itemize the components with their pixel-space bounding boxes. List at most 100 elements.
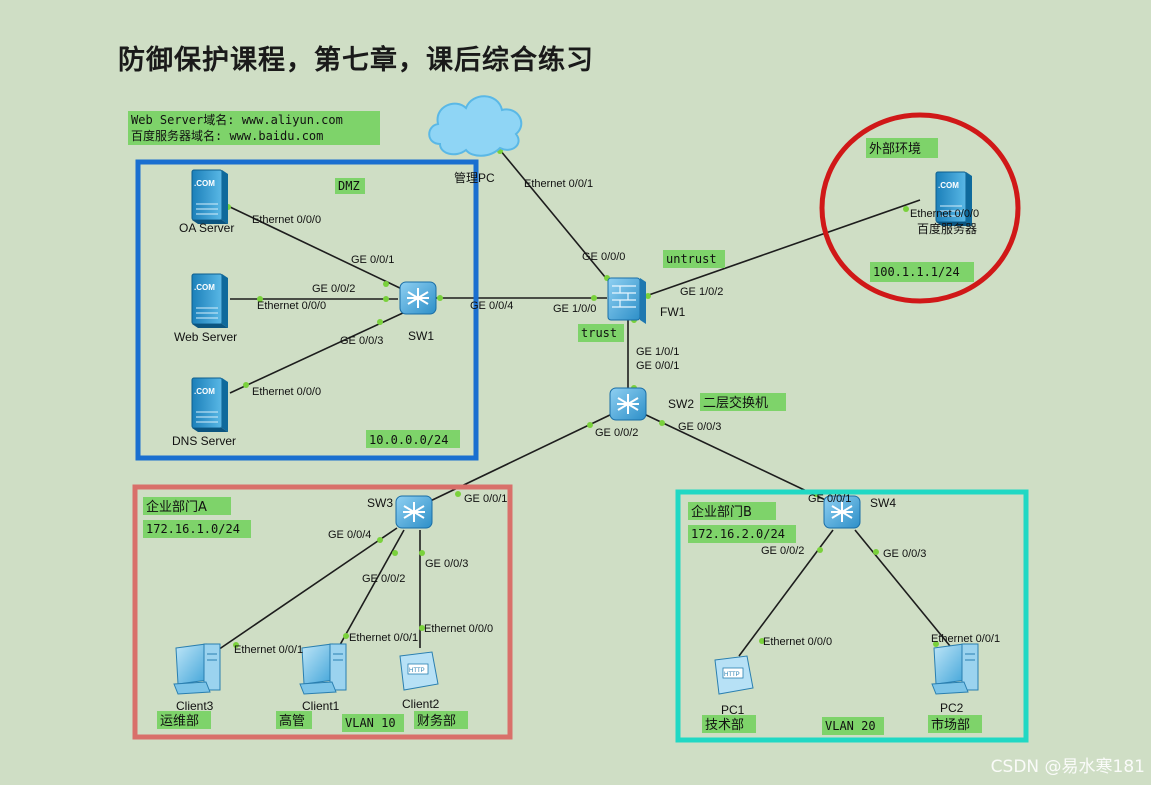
- untrust-tag: [663, 250, 725, 268]
- port-label: GE 0/0/1: [351, 254, 394, 266]
- link-fw1-baidu: [642, 199, 921, 298]
- port-label: GE 0/0/2: [312, 283, 355, 295]
- finance-dept-text: 财务部: [417, 713, 456, 729]
- fw1-label: FW1: [660, 305, 686, 319]
- outside-net-text: 100.1.1.1/24: [873, 265, 960, 279]
- dmz-net-tag: [366, 430, 460, 448]
- port-label: GE 0/0/2: [362, 573, 405, 585]
- dmz-tag: [335, 178, 365, 194]
- port-label: Ethernet 0/0/0: [257, 300, 326, 312]
- port-label: Ethernet 0/0/1: [349, 632, 418, 644]
- client1-pc-icon[interactable]: [299, 643, 347, 695]
- sw4-label: SW4: [870, 496, 896, 510]
- port-label: GE 1/0/1: [636, 346, 679, 358]
- link-dns-sw1: [229, 311, 406, 394]
- port-label: Ethernet 0/0/1: [234, 644, 303, 656]
- client3-pc-icon[interactable]: [173, 643, 221, 695]
- outside-tag-text: 外部环境: [869, 142, 921, 157]
- port-labels: Ethernet 0/0/1 GE 0/0/0 GE 1/0/2 GE 1/0/…: [234, 178, 1000, 656]
- dmz-tag-text: DMZ: [338, 179, 360, 193]
- port-label: Ethernet 0/0/0: [252, 386, 321, 398]
- port-label: GE 1/0/2: [680, 286, 723, 298]
- port-label: GE 0/0/1: [464, 493, 507, 505]
- mgmt-dept-text: 高管: [279, 713, 305, 729]
- outside-net-tag: [870, 262, 974, 282]
- port-label: Ethernet 0/0/0: [252, 214, 321, 226]
- dept-b-text: 企业部门B: [691, 504, 752, 520]
- ops-dept-text: 运维部: [160, 714, 199, 729]
- com-text: .COM: [194, 179, 215, 188]
- baidu-domain-text: 百度服务器域名: www.baidu.com: [131, 128, 323, 143]
- dept-b-net-tag: [688, 525, 796, 543]
- page-title: 防御保护课程，第七章，课后综合练习: [118, 45, 594, 76]
- vlan10-text: VLAN 10: [345, 716, 396, 730]
- port-label: Ethernet 0/0/1: [931, 633, 1000, 645]
- port-label: Ethernet 0/0/1: [524, 178, 593, 190]
- http-text: HTTP: [724, 672, 740, 678]
- http-text: HTTP: [409, 668, 425, 674]
- sw3-label: SW3: [367, 496, 393, 510]
- tech-dept-tag: [702, 715, 756, 733]
- market-dept-text: 市场部: [931, 717, 970, 733]
- sw2-desc-tag: [700, 393, 786, 411]
- client2-label: Client2: [402, 697, 440, 711]
- port-label: Ethernet 0/0/0: [910, 208, 979, 220]
- trust-tag-text: trust: [581, 326, 617, 340]
- baidu-server-icon[interactable]: .COM: [935, 171, 973, 227]
- port-label: GE 0/0/4: [470, 300, 513, 312]
- cloud-icon[interactable]: [428, 95, 523, 157]
- port-label: GE 0/0/3: [340, 335, 383, 347]
- dept-b-zone-box: [675, 489, 1029, 743]
- pc2-label: PC2: [940, 701, 964, 715]
- port-label: GE 0/0/2: [595, 427, 638, 439]
- link-sw3-client3: [211, 527, 398, 655]
- baidu-server-label: 百度服务器: [917, 221, 977, 236]
- port-label: GE 0/0/4: [328, 529, 371, 541]
- links: [211, 149, 951, 657]
- dept-a-text: 企业部门A: [146, 499, 207, 515]
- vlan20-text: VLAN 20: [825, 719, 876, 733]
- client3-label: Client3: [176, 699, 214, 713]
- port-label: GE 0/0/0: [582, 251, 625, 263]
- port-label: Ethernet 0/0/0: [763, 636, 832, 648]
- sw2-switch-icon[interactable]: [609, 387, 647, 421]
- tech-dept-text: 技术部: [705, 718, 744, 733]
- port-label: Ethernet 0/0/0: [424, 623, 493, 635]
- dns-server-label: DNS Server: [172, 434, 236, 448]
- sw1-switch-icon[interactable]: [399, 281, 437, 315]
- sw1-label: SW1: [408, 329, 434, 343]
- client2-http-icon[interactable]: HTTP: [399, 651, 439, 691]
- sw2-desc-text: 二层交换机: [703, 395, 768, 411]
- oa-server-label: OA Server: [179, 221, 234, 235]
- outside-tag: [866, 138, 938, 158]
- com-text: .COM: [194, 387, 215, 396]
- dept-a-net-text: 172.16.1.0/24: [146, 522, 240, 536]
- client1-label: Client1: [302, 699, 340, 713]
- web-domain-text: Web Server域名: www.aliyun.com: [131, 112, 343, 127]
- port-label: GE 0/0/1: [636, 360, 679, 372]
- pc1-http-icon[interactable]: HTTP: [714, 655, 754, 695]
- pc2-pc-icon[interactable]: [931, 643, 979, 695]
- oa-server-icon[interactable]: .COM: [191, 169, 229, 225]
- link-oa-sw1: [229, 206, 405, 291]
- sw2-label: SW2: [668, 397, 694, 411]
- com-text: .COM: [194, 283, 215, 292]
- pc1-label: PC1: [721, 703, 745, 717]
- dept-b-tag: [688, 502, 776, 520]
- outside-zone-circle: [819, 112, 1021, 304]
- dept-a-zone-box: [132, 484, 513, 740]
- link-dots: [225, 148, 939, 648]
- vlan20-tag: [822, 717, 884, 735]
- trust-tag: [578, 324, 624, 342]
- dns-server-icon[interactable]: .COM: [191, 377, 229, 433]
- dmz-net-text: 10.0.0.0/24: [369, 433, 448, 447]
- finance-dept-tag: [414, 711, 468, 729]
- web-server-icon[interactable]: .COM: [191, 273, 229, 329]
- dmz-zone-box: [135, 159, 479, 461]
- sw3-switch-icon[interactable]: [395, 495, 433, 529]
- port-label: GE 0/0/3: [883, 548, 926, 560]
- firewall-icon[interactable]: [607, 277, 646, 324]
- cloud-label: 管理PC: [454, 170, 495, 185]
- dept-a-net-tag: [143, 520, 251, 538]
